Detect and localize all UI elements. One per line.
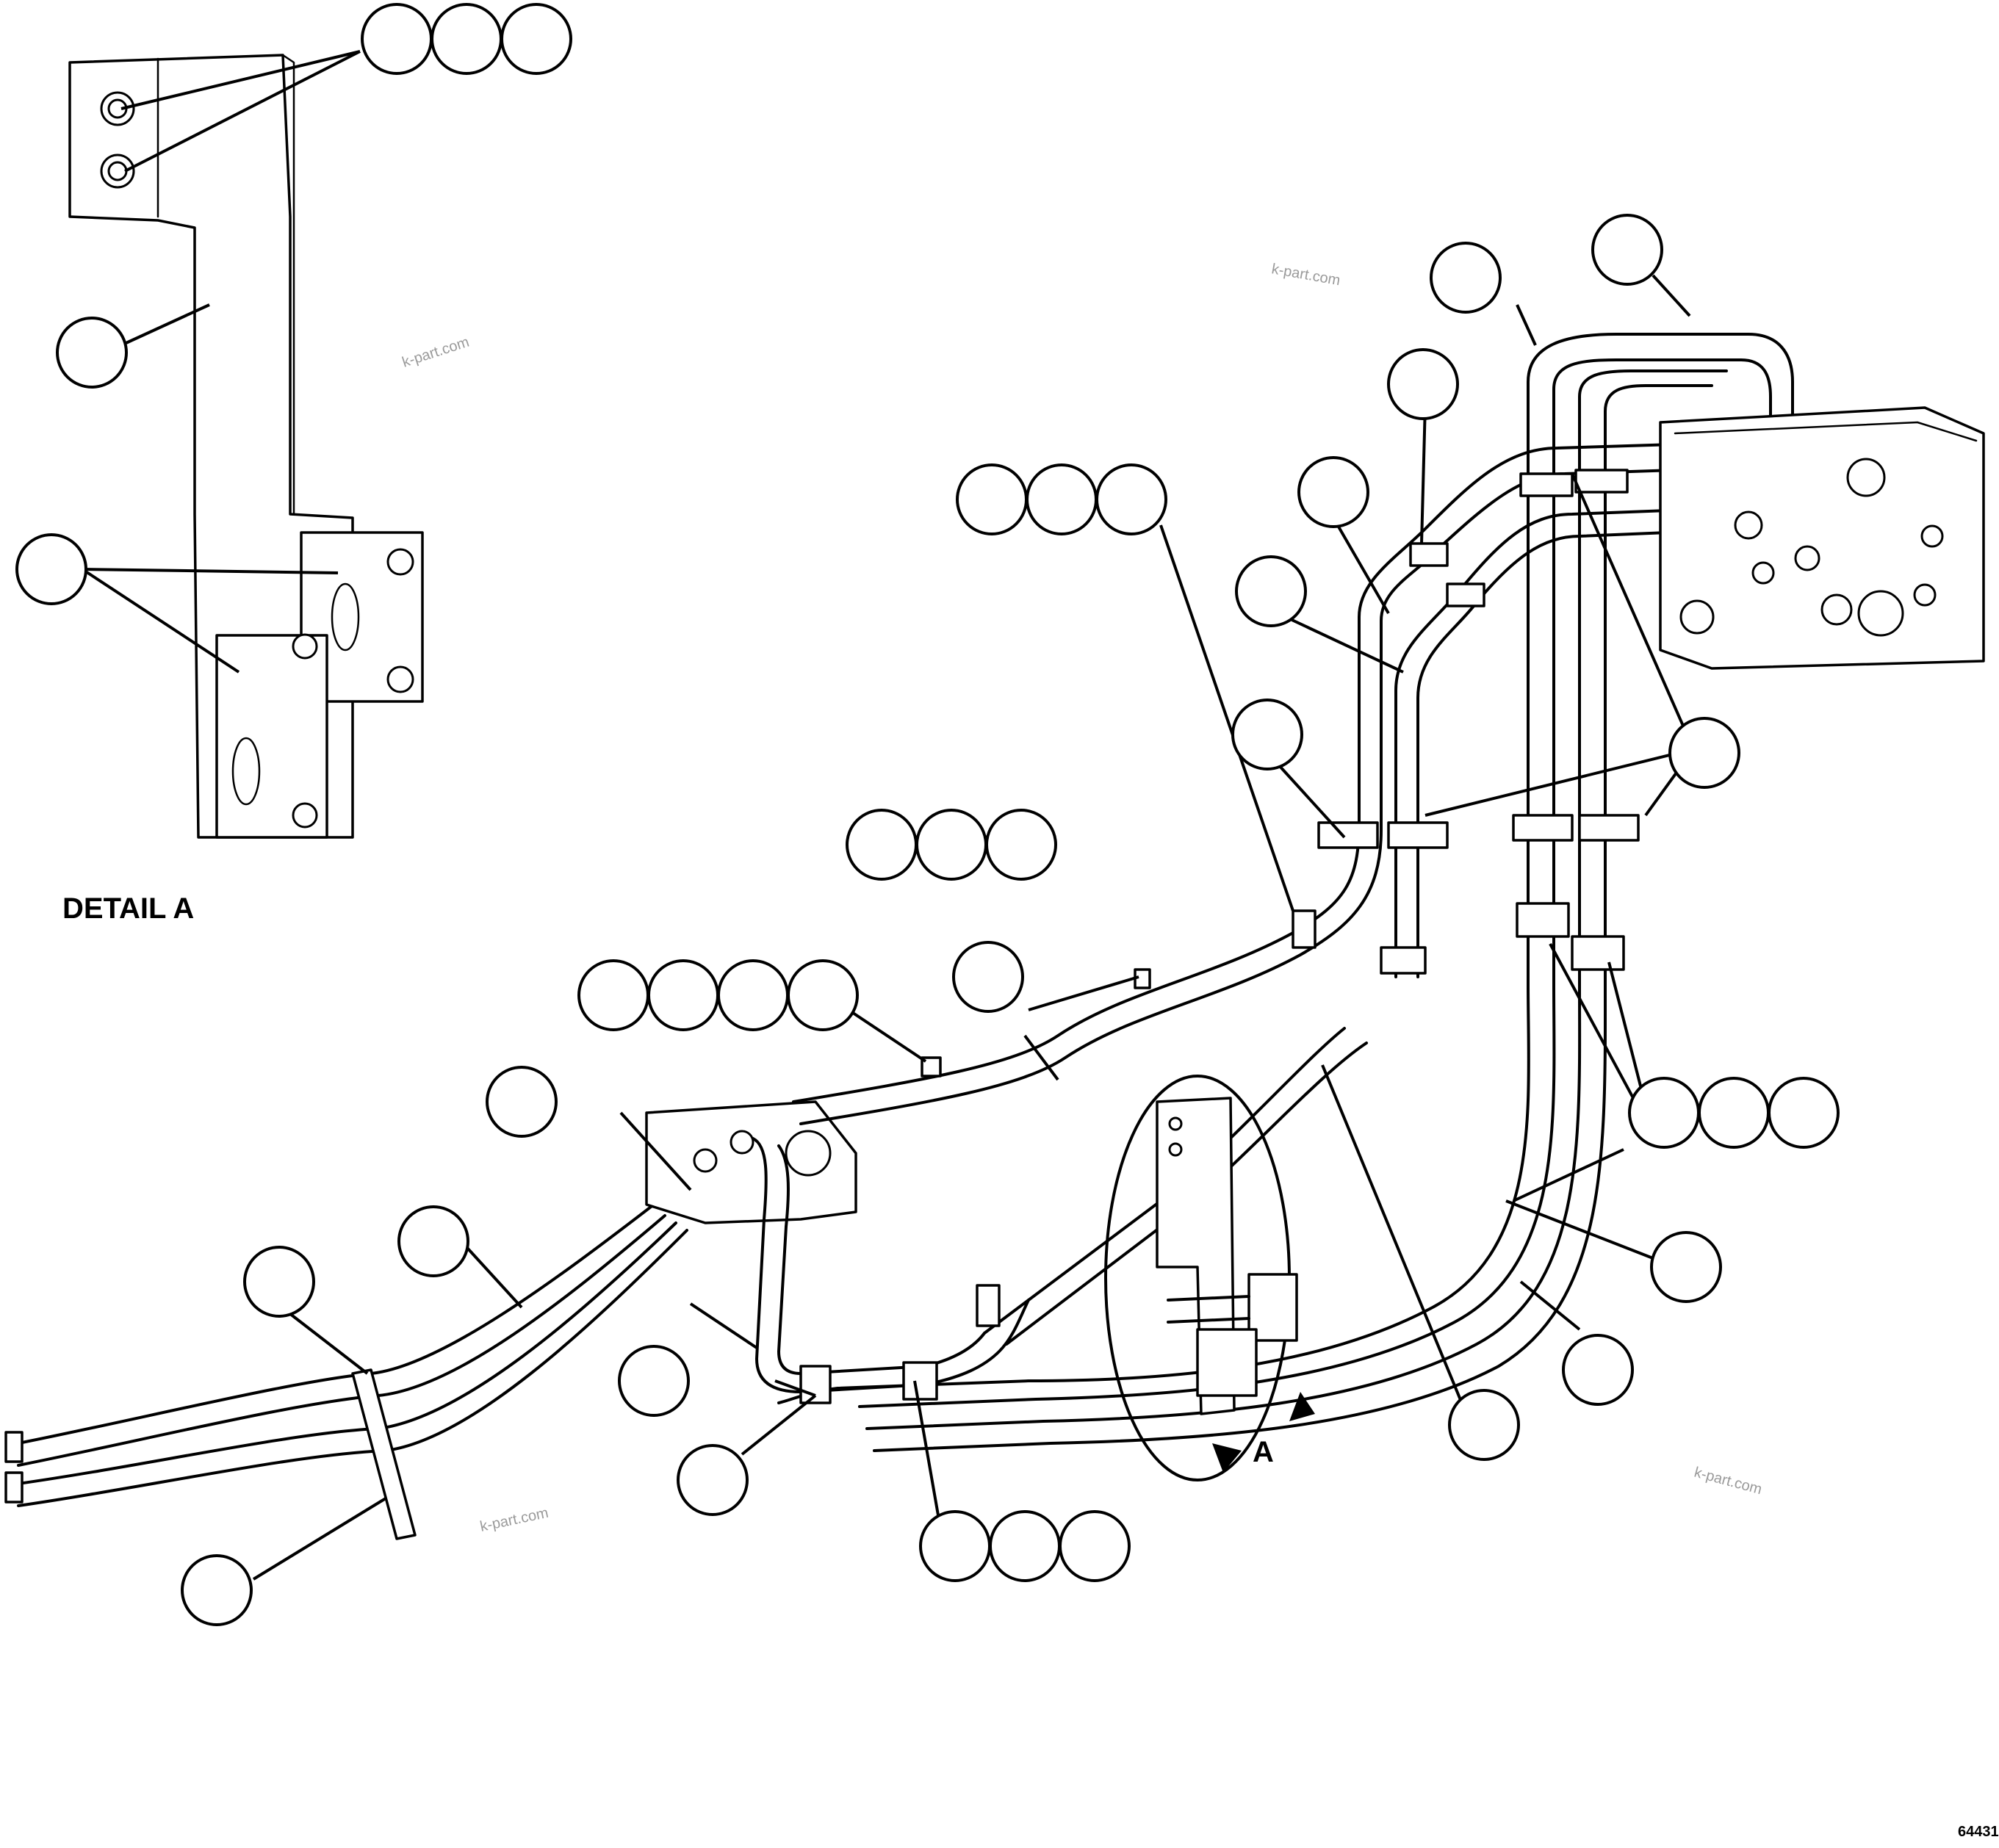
- callout-circle: [1698, 1077, 1770, 1149]
- callout-circle: [56, 317, 128, 389]
- watermark: k-part.com: [478, 1505, 550, 1535]
- view-a-marker: A: [1253, 1436, 1274, 1468]
- callout-circle: [952, 941, 1024, 1013]
- callout-circles: [15, 3, 1840, 1626]
- callout-circle: [846, 809, 918, 881]
- callout-circle: [1668, 717, 1740, 789]
- callout-circle: [717, 959, 789, 1031]
- callout-circle: [15, 533, 87, 605]
- detail-a-title: DETAIL A: [62, 892, 194, 925]
- callout-circle: [181, 1554, 253, 1626]
- callout-circle: [1650, 1231, 1722, 1303]
- view-arrow-icon: [1289, 1392, 1315, 1421]
- callout-circle: [1297, 456, 1369, 528]
- view-arrow-icon: [1212, 1443, 1242, 1473]
- callout-circle: [985, 809, 1057, 881]
- callout-circle: [1026, 463, 1098, 535]
- callout-circle: [1591, 214, 1663, 286]
- callout-circle: [1628, 1077, 1700, 1149]
- callout-circle: [243, 1246, 315, 1318]
- callout-circle: [361, 3, 433, 75]
- callout-circle: [1562, 1334, 1634, 1406]
- watermark: k-part.com: [400, 334, 472, 371]
- callout-circle: [677, 1444, 749, 1516]
- callout-circle: [500, 3, 572, 75]
- callout-circle: [919, 1510, 991, 1582]
- callout-circle: [1235, 555, 1307, 627]
- callout-circle: [787, 959, 859, 1031]
- callout-circle: [989, 1510, 1061, 1582]
- callout-circle: [1059, 1510, 1131, 1582]
- callout-circle: [1768, 1077, 1840, 1149]
- callout-circle: [397, 1205, 469, 1277]
- leader-lines: [81, 50, 1695, 1581]
- watermark: k-part.com: [1693, 1465, 1764, 1498]
- detail-a-bracket: [68, 54, 424, 839]
- callout-circle: [956, 463, 1028, 535]
- figure-number: 64431: [1958, 1824, 1999, 1840]
- callout-circle: [486, 1066, 558, 1138]
- watermark: k-part.com: [1270, 261, 1341, 289]
- callout-circle: [1095, 463, 1167, 535]
- callout-circle: [1387, 348, 1459, 420]
- view-a-inset: [1104, 1075, 1315, 1481]
- callout-circle: [577, 959, 649, 1031]
- callout-circle: [431, 3, 503, 75]
- callout-circle: [915, 809, 987, 881]
- callout-circle: [1430, 242, 1502, 314]
- callout-circle: [647, 959, 719, 1031]
- callout-circle: [618, 1345, 690, 1417]
- callout-circle: [1448, 1389, 1520, 1461]
- callout-circle: [1231, 699, 1303, 770]
